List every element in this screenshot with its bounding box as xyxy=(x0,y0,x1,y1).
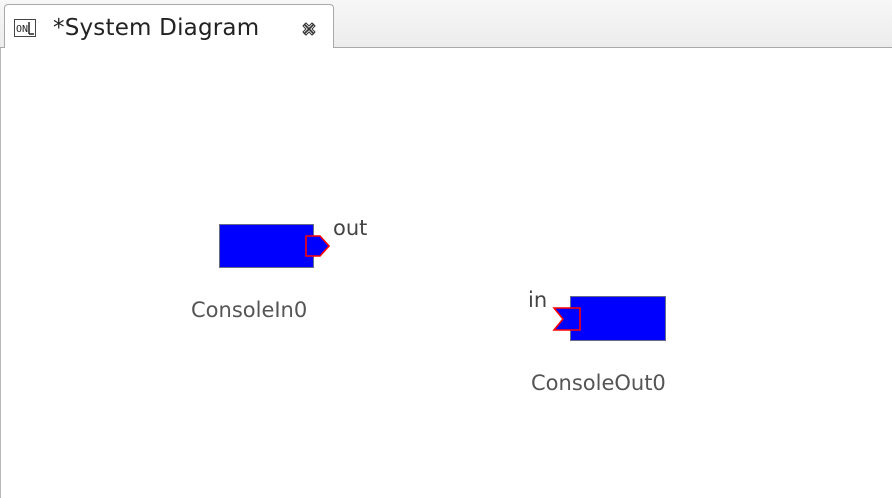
tab-title: *System Diagram xyxy=(53,15,260,41)
input-port-in[interactable] xyxy=(552,306,582,332)
output-port-out[interactable] xyxy=(304,234,332,258)
port-label-in: in xyxy=(528,288,548,312)
tab-bar: ON *System Diagram xyxy=(0,0,892,49)
component-consoleout0[interactable] xyxy=(570,296,666,341)
component-consolein0[interactable] xyxy=(219,224,314,268)
port-label-out: out xyxy=(333,216,368,240)
tab-system-diagram[interactable]: ON *System Diagram xyxy=(4,4,334,49)
close-icon[interactable] xyxy=(301,21,317,37)
component-diagram-icon: ON xyxy=(14,19,36,37)
diagram-canvas[interactable]: out ConsoleIn0 in ConsoleOut0 xyxy=(0,48,892,498)
svg-text:ON: ON xyxy=(16,24,28,35)
component-label-consolein0: ConsoleIn0 xyxy=(191,298,308,322)
component-label-consoleout0: ConsoleOut0 xyxy=(531,371,666,395)
